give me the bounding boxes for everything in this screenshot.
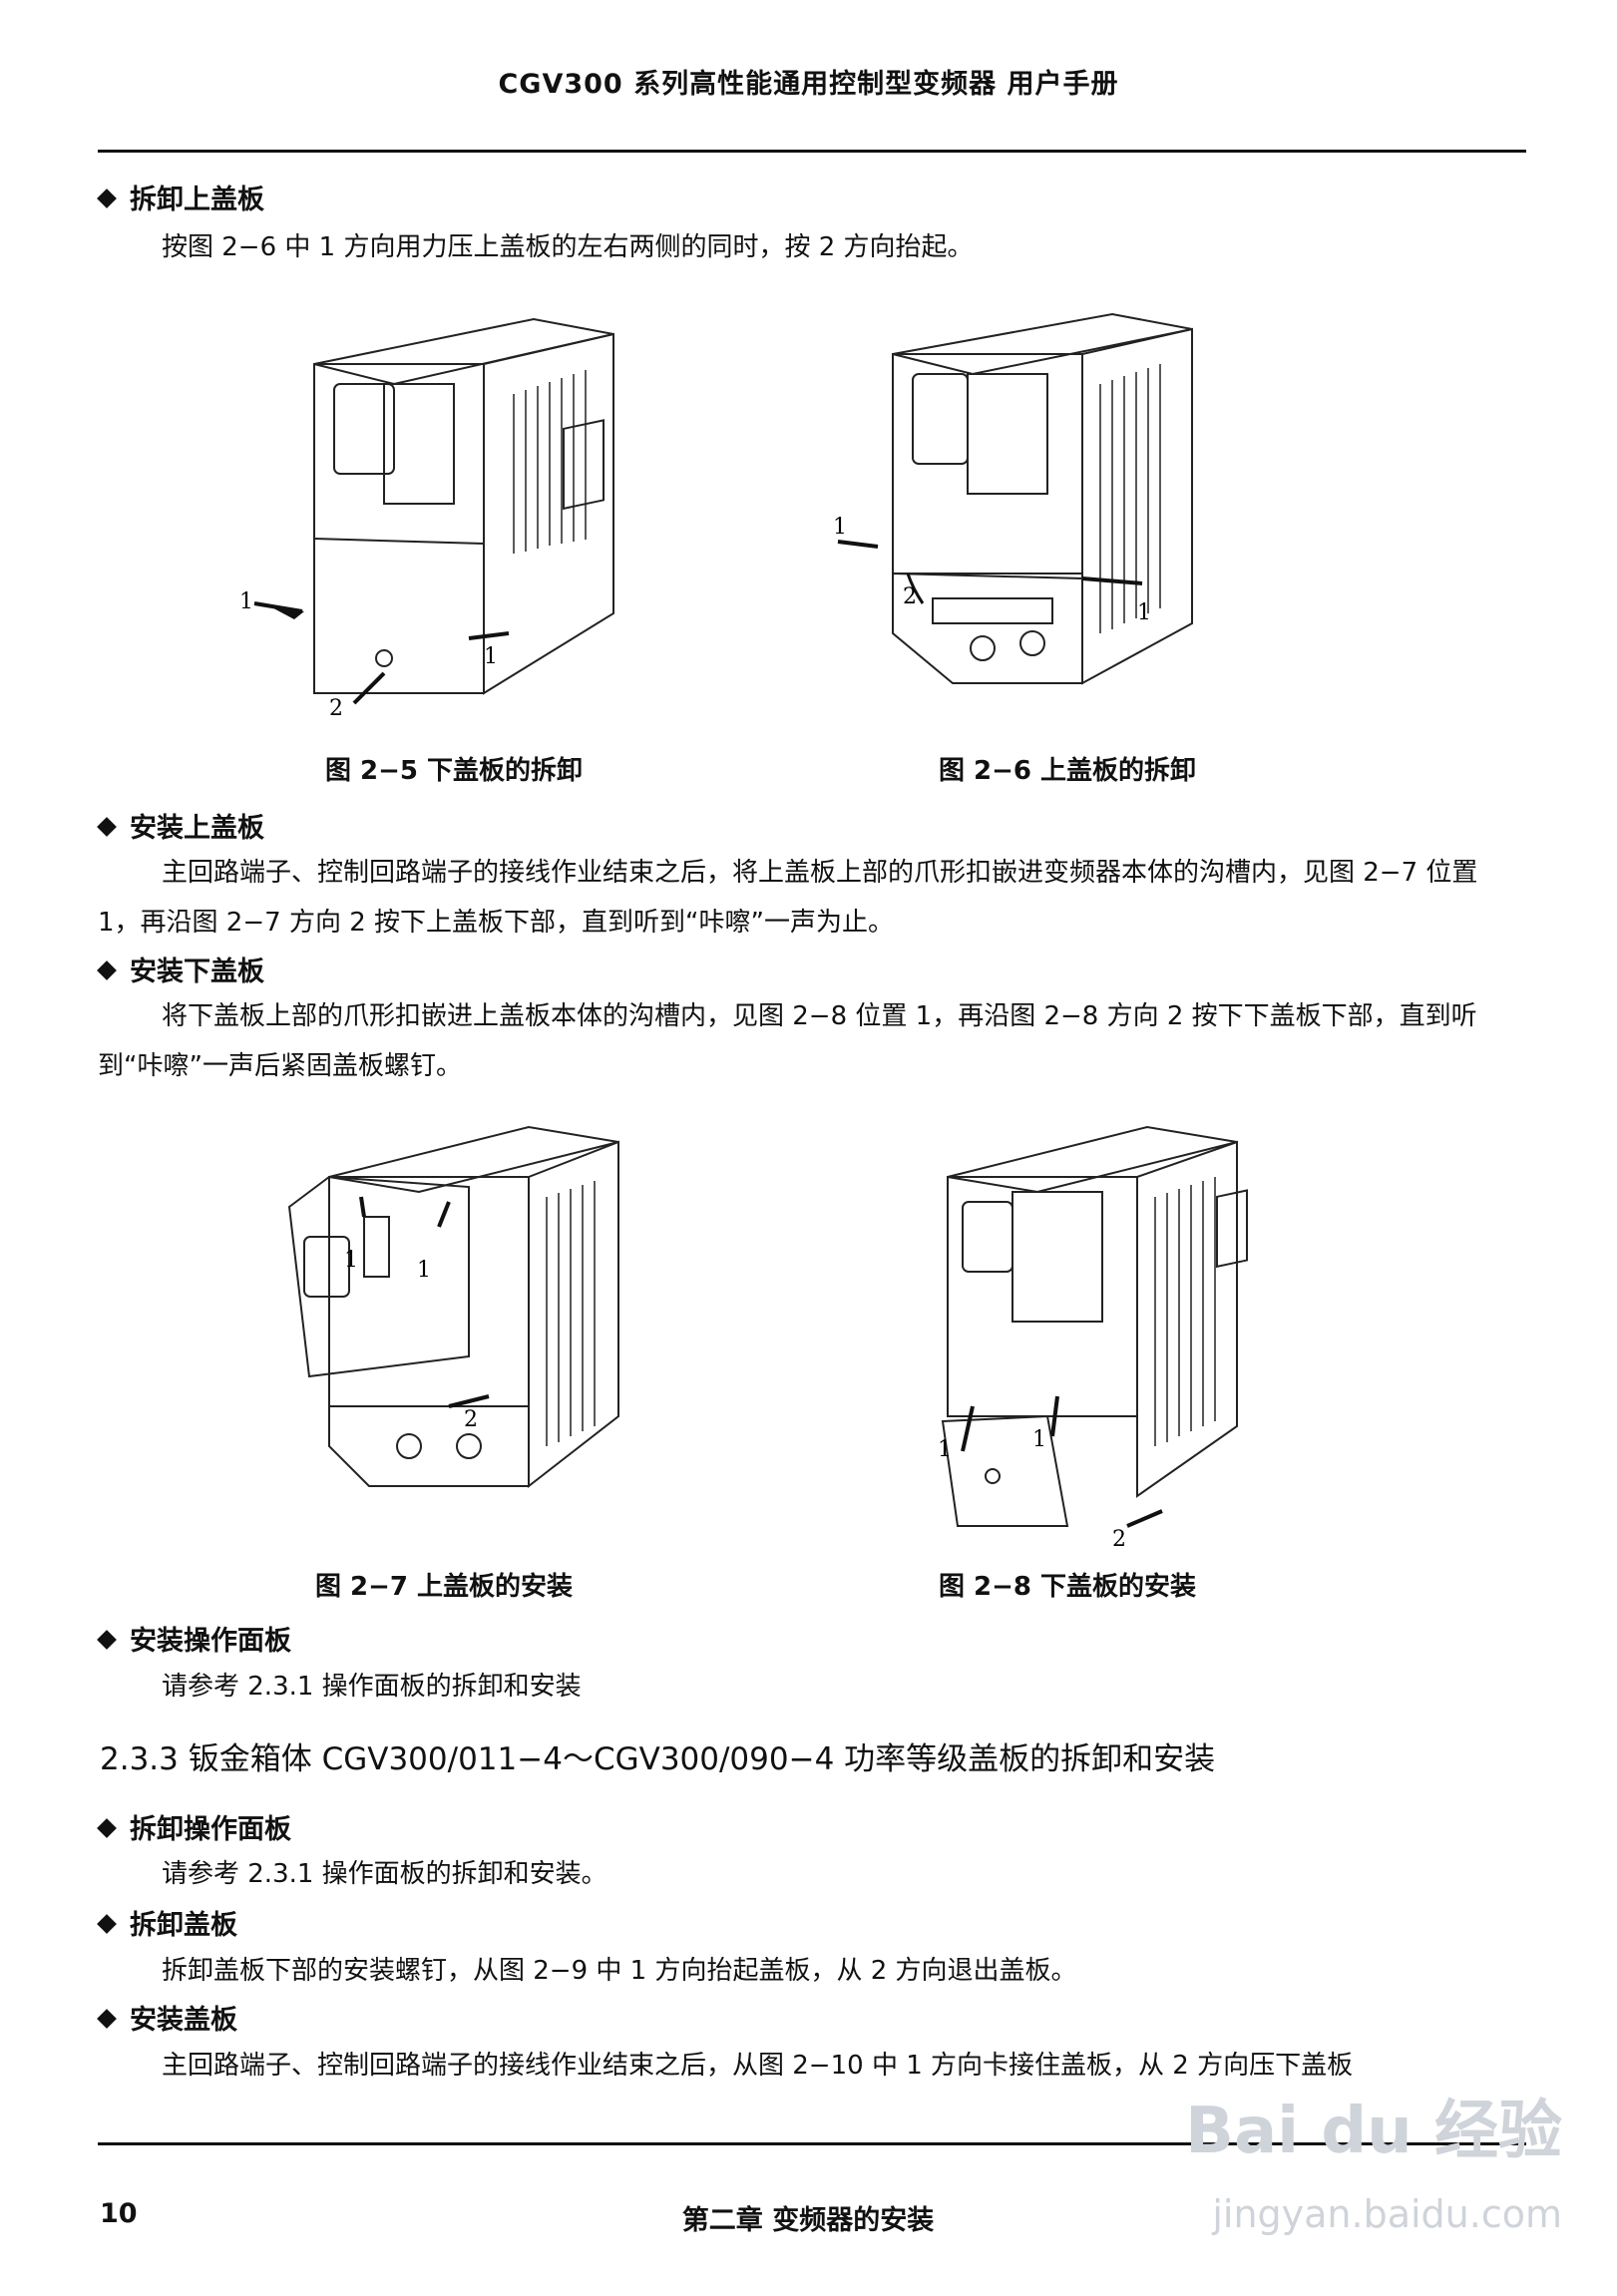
para-install-operation-panel: 请参考 2.3.1 操作面板的拆卸和安装 (162, 1672, 582, 1702)
caption-figure-2-7: 图 2−7 上盖板的安装 (314, 1572, 574, 1602)
heading-install-lower-cover: 安装下盖板 (97, 950, 264, 988)
heading-install-upper-cover: 安装上盖板 (97, 806, 264, 845)
footer-rule (98, 2142, 1526, 2145)
fig8-label-2: 2 (1112, 1527, 1126, 1552)
fig8-label-1a: 1 (938, 1437, 952, 1462)
fig6-label-1b: 1 (1137, 600, 1151, 625)
watermark-logo: Bai du 经验 (1185, 2095, 1562, 2168)
para-remove-upper-cover: 按图 2−6 中 1 方向用力压上盖板的左右两侧的同时，按 2 方向抬起。 (162, 232, 974, 262)
fig6-label-2: 2 (903, 584, 917, 609)
header-rule (98, 150, 1526, 153)
para-install-cover: 主回路端子、控制回路端子的接线作业结束之后，从图 2−10 中 1 方向卡接住盖… (162, 2051, 1354, 2081)
caption-figure-2-5: 图 2−5 下盖板的拆卸 (324, 756, 584, 786)
heading-remove-cover: 拆卸盖板 (97, 1903, 237, 1942)
running-header: CGV300 系列高性能通用控制型变频器 用户手册 (498, 69, 1119, 100)
diamond-bullet-icon (97, 817, 117, 837)
fig8-label-1b: 1 (1032, 1427, 1046, 1452)
para-remove-cover: 拆卸盖板下部的安装螺钉，从图 2−9 中 1 方向抬起盖板，从 2 方向退出盖板… (162, 1956, 1077, 1986)
fig7-label-1a: 1 (344, 1248, 358, 1273)
section-title-2-3-3: 2.3.3 钣金箱体 CGV300/011−4～CGV300/090−4 功率等… (100, 1741, 1216, 1777)
caption-figure-2-8: 图 2−8 下盖板的安装 (938, 1572, 1197, 1602)
figure-2-6-drawing: 1 1 2 (833, 304, 1252, 723)
page-number: 10 (100, 2198, 138, 2229)
fig7-label-1b: 1 (417, 1258, 431, 1283)
diamond-bullet-icon (97, 2009, 117, 2029)
figure-2-7-drawing: 1 1 2 (269, 1117, 648, 1516)
fig7-label-2: 2 (464, 1407, 478, 1432)
heading-install-cover: 安装盖板 (97, 1998, 237, 2037)
fig6-label-1a: 1 (833, 515, 847, 540)
watermark-url: jingyan.baidu.com (1212, 2192, 1562, 2236)
fig5-label-2: 2 (329, 696, 343, 721)
diamond-bullet-icon (97, 1630, 117, 1650)
fig5-label-1a: 1 (239, 589, 253, 614)
footer-chapter: 第二章 变频器的安装 (681, 2205, 935, 2236)
figure-2-5-drawing: 1 1 2 (234, 304, 653, 723)
diamond-bullet-icon (97, 960, 117, 980)
diamond-bullet-icon (97, 189, 117, 208)
para-remove-operation-panel: 请参考 2.3.1 操作面板的拆卸和安装。 (162, 1859, 607, 1889)
heading-remove-upper-cover: 拆卸上盖板 (97, 178, 264, 216)
diamond-bullet-icon (97, 1914, 117, 1934)
diamond-bullet-icon (97, 1818, 117, 1838)
heading-install-operation-panel: 安装操作面板 (97, 1619, 291, 1658)
heading-remove-operation-panel: 拆卸操作面板 (97, 1807, 291, 1846)
fig5-label-1b: 1 (484, 644, 498, 669)
para-install-lower-cover: 将下盖板上部的爪形扣嵌进上盖板本体的沟槽内，见图 2−8 位置 1，再沿图 2−… (98, 1001, 1477, 1081)
figure-2-8-drawing: 1 1 2 (888, 1117, 1267, 1556)
caption-figure-2-6: 图 2−6 上盖板的拆卸 (938, 756, 1197, 786)
para-install-upper-cover: 主回路端子、控制回路端子的接线作业结束之后，将上盖板上部的爪形扣嵌进变频器本体的… (98, 858, 1478, 938)
